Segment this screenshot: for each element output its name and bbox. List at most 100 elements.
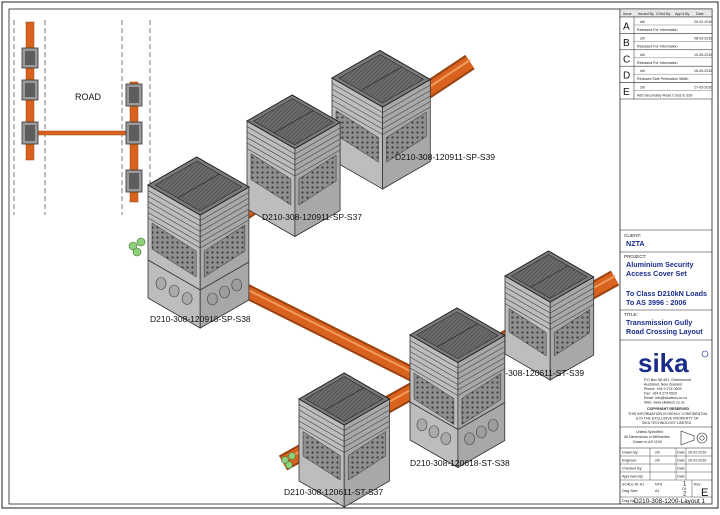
pit-frame-band	[298, 420, 390, 448]
sika-logo: sika	[638, 348, 709, 378]
knockout-circle	[181, 292, 193, 305]
perforated-panel	[386, 111, 427, 163]
approved-date-label: Date	[677, 475, 685, 479]
pit-assembly: D210-308-120911-SP-S39	[330, 49, 495, 190]
pit-frame-band	[298, 415, 390, 442]
pit-frame-band	[504, 286, 594, 314]
engineer-value: sth	[655, 459, 660, 463]
pit-frame-band	[246, 137, 341, 166]
address-line: P.O Box 58-491, Greenmount	[644, 378, 691, 382]
pit-frame-band	[147, 212, 250, 243]
knockout-circle	[231, 278, 243, 292]
revision-date: 27-05-2016	[694, 86, 712, 90]
revision-letter: C	[623, 54, 630, 65]
sheet-size-label: Dwg Size:	[622, 489, 638, 493]
sheet-of-label: Of	[682, 487, 686, 491]
rev-col-approved-by: App'd By	[675, 12, 689, 16]
checked-date-label: Date	[677, 467, 685, 471]
drawing-number: D210-308-1200-Layout 1	[634, 498, 706, 505]
projection-symbol-icon	[680, 430, 708, 446]
knockout-circle	[168, 284, 180, 298]
knockout-circle	[440, 432, 452, 445]
logo-wordmark: sika	[638, 348, 689, 378]
pit-assembly: D210-308-120911-SP-S37	[245, 94, 362, 238]
plan-pit-marker	[125, 83, 143, 107]
pit-chamber-joint	[147, 259, 250, 291]
revision-date: 20-02-2016	[694, 20, 712, 24]
title-line-1: Transmission Gully	[626, 318, 692, 327]
inner-border	[8, 8, 713, 505]
engineer-date-label: Date	[677, 459, 685, 463]
dwg-no-label: Dwg No:	[622, 499, 636, 503]
pit-label: D210-308-120618-ST-S38	[410, 458, 510, 468]
perforated-panel	[508, 308, 547, 357]
knockout-circle	[487, 418, 499, 432]
units-line: Unless Specified	[636, 430, 663, 434]
perforated-panel	[461, 373, 502, 425]
scale-label: SCALE At: A1	[622, 483, 644, 487]
confidential-line: SIKA TECHNOLOGY LIMITED.	[642, 421, 692, 425]
pit-frame-band	[298, 426, 390, 453]
revision-issued-by: sth	[640, 20, 645, 24]
perforated-panel	[413, 372, 455, 425]
checked-by-label: Checked By:	[622, 467, 642, 471]
cover-split-line	[324, 387, 364, 411]
revision-issued-by: sth	[640, 69, 645, 73]
project-line-1: Aluminium Security	[626, 260, 694, 269]
drawn-by-value: sth	[655, 451, 660, 455]
engineer-label: Engineer:	[622, 459, 637, 463]
pit-frame-band	[298, 404, 390, 431]
units-line: Drawn to AS 1100	[633, 440, 662, 444]
knockout-circle	[219, 285, 230, 299]
revision-row-frame	[619, 82, 713, 100]
revision-letter: D	[623, 71, 630, 82]
revision-letter: B	[623, 38, 630, 49]
address-line: Web: www.sikatech.co.nz	[644, 401, 685, 405]
standard-line-1: To Class D210kN Loads	[626, 289, 707, 298]
revision-issued-by: sth	[640, 36, 645, 40]
rev-col-issued-by: Issued By	[638, 12, 654, 16]
revision-note: Released For Information	[637, 28, 678, 32]
cover-split-line	[273, 110, 314, 134]
copyright-notice: COPYRIGHT RESERVED	[647, 407, 689, 411]
scale-value: NTS	[655, 483, 663, 487]
title-line-2: Road Crossing Layout	[626, 327, 703, 336]
address-line: Email: info@sikatech.co.nz	[644, 396, 687, 400]
pit-frame-band	[504, 292, 594, 319]
pit-frame-band	[409, 356, 505, 385]
plan-pit-marker	[125, 121, 143, 145]
confidential-line: & IS THE EXCLUSIVE PROPERTY OF	[636, 417, 700, 421]
pit-frame-band	[147, 201, 250, 232]
pit-assembly: D210-308-120618-ST-S38	[408, 307, 510, 469]
revision-note: Reduced Side Perforation Width	[637, 77, 688, 81]
perforated-panel	[302, 431, 341, 481]
drawn-date-value: 20-02-2016	[688, 451, 706, 455]
perforated-panel	[250, 153, 292, 206]
pit-frame-band	[331, 94, 431, 124]
pit-assembly: D210-308-120611-ST-S37	[284, 372, 391, 508]
pit-label: D210-308-120918-SP-S38	[150, 314, 251, 324]
revision-note: Add Secondary Road Cross & S39	[637, 94, 692, 98]
revision-date: 16-05-2016	[694, 69, 712, 73]
pit-label: D210-308-120911-SP-S39	[395, 152, 495, 162]
cover-split-line	[177, 173, 220, 199]
pit-frame-band	[504, 303, 594, 330]
pit-frame-band	[331, 105, 431, 135]
pits-layer: D210-308-120911-SP-S39 D210-308-120911-SP…	[146, 49, 595, 508]
project-line-2: Access Cover Set	[626, 269, 687, 278]
pit-label: D210-308-120611-ST-S39	[485, 368, 584, 378]
current-revision: E	[701, 487, 708, 499]
plan-pit-marker	[21, 47, 39, 69]
pit-frame-band	[331, 88, 431, 119]
pit-frame-band	[246, 126, 341, 155]
rev-col-checked-by: Ch'kd By	[656, 12, 670, 16]
units-line: All Dimensions in Millimetres	[624, 435, 670, 439]
pit-frame-band	[298, 409, 390, 437]
plan-pit-marker	[21, 121, 39, 145]
